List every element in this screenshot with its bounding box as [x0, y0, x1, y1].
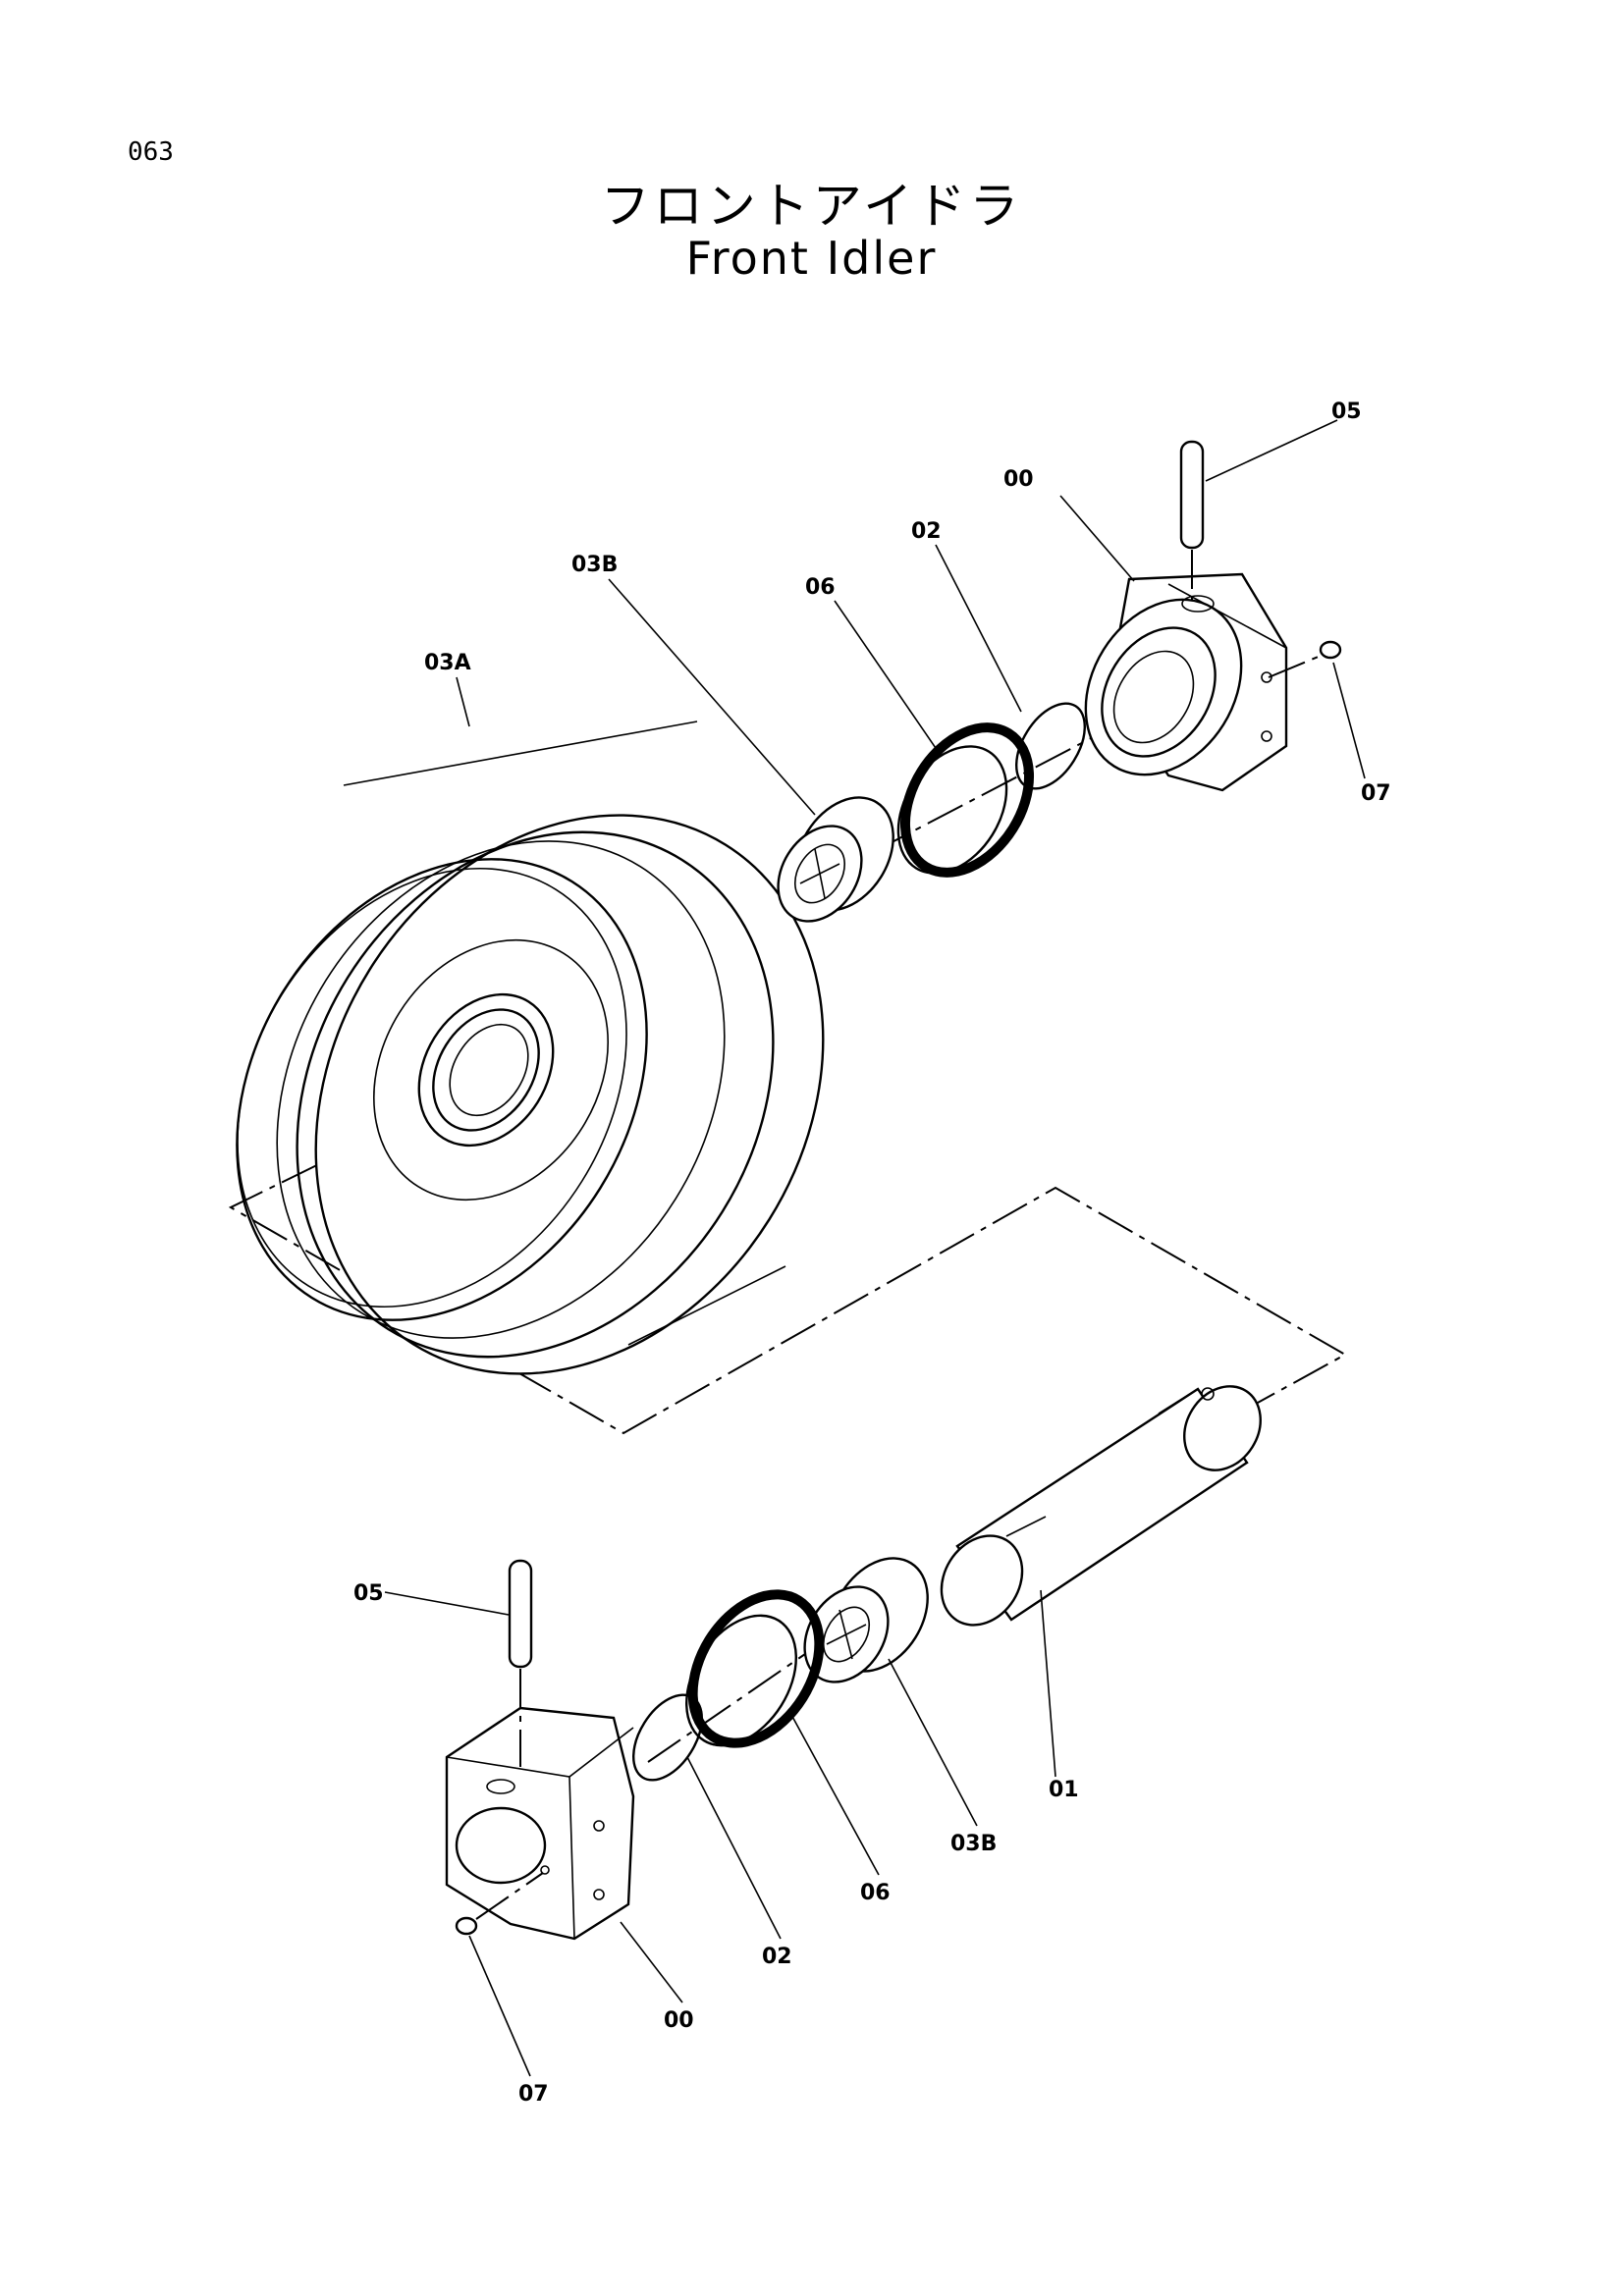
seal-bottom-part — [685, 1589, 825, 1748]
pin-bottom-part — [508, 1559, 533, 1767]
leader-lines — [384, 419, 1366, 2077]
shaft-part — [940, 1385, 1262, 1627]
callout-labels: 05 00 02 06 03B 03A 07 05 02 06 03B 01 0… — [353, 400, 1391, 2107]
support-top-part — [1084, 572, 1288, 792]
callout-top-02: 02 — [911, 519, 942, 544]
idler-wheel-part — [236, 721, 825, 1375]
page-number: 063 — [128, 137, 174, 167]
pin-top-part — [1179, 440, 1205, 601]
bushing-top-part — [777, 796, 894, 923]
callout-bottom-05: 05 — [353, 1581, 384, 1606]
title-english: Front Idler — [685, 232, 938, 285]
plug-bottom-part — [455, 1872, 544, 1936]
o-ring-bottom-part — [632, 1693, 703, 1782]
o-ring-top-part — [1015, 702, 1086, 790]
callout-top-07: 07 — [1361, 781, 1391, 806]
callout-top-00: 00 — [1003, 467, 1034, 492]
callout-top-05: 05 — [1331, 400, 1362, 424]
seal-top-part — [896, 722, 1035, 878]
callout-bottom-00: 00 — [664, 2008, 694, 2033]
title-japanese: フロントアイドラ — [600, 178, 1023, 235]
callout-top-03a: 03A — [424, 651, 471, 675]
callout-bottom-06: 06 — [860, 1881, 891, 1905]
callout-bottom-02: 02 — [762, 1945, 792, 1969]
callout-bottom-07: 07 — [518, 2082, 549, 2107]
bushing-bottom-part — [803, 1557, 929, 1683]
callout-bottom-01: 01 — [1049, 1778, 1079, 1802]
callout-top-06: 06 — [805, 575, 836, 600]
callout-bottom-03b: 03B — [950, 1832, 997, 1856]
plug-top-part — [1268, 640, 1342, 678]
callout-top-03b: 03B — [571, 553, 618, 577]
support-bottom-part — [445, 1706, 635, 1941]
